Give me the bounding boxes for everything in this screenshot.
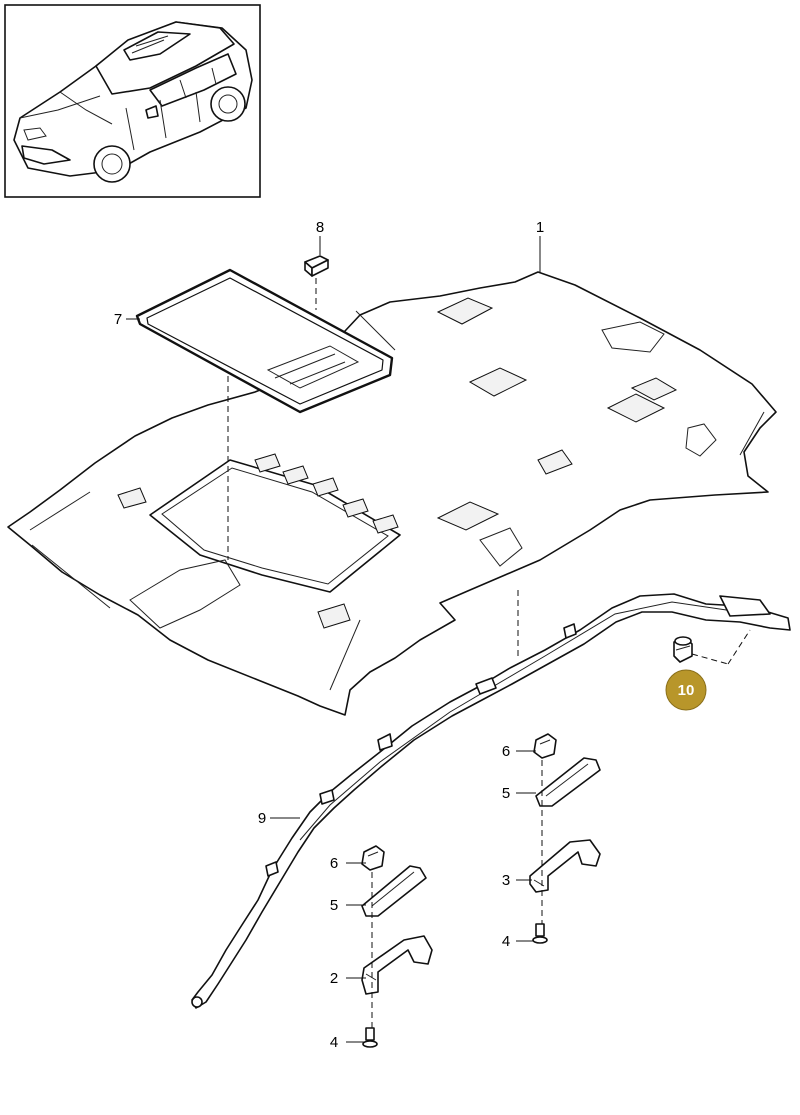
callout-9: 9 (258, 810, 266, 827)
callout-1: 1 (536, 219, 544, 236)
grab-handle-assembly-right (529, 733, 601, 944)
callout-2: 2 (330, 970, 338, 987)
car-icon (13, 21, 253, 183)
leader-lines (126, 236, 541, 1043)
cover-clip (304, 255, 329, 277)
grab-handle-assembly-left (361, 845, 433, 1048)
headliner-panel (7, 271, 777, 716)
callout-6-right: 6 (502, 743, 510, 760)
callout-8: 8 (316, 219, 324, 236)
callout-4-left: 4 (330, 1034, 338, 1051)
headliner-pads (117, 297, 678, 629)
callout-7: 7 (114, 311, 122, 328)
thumbnail-frame (4, 4, 261, 198)
callout-5-right: 5 (502, 785, 510, 802)
sunroof-seal (135, 268, 394, 414)
assembly-lines (227, 278, 751, 1030)
callout-3: 3 (502, 872, 510, 889)
callout-10: 10 (678, 682, 695, 699)
callout-4-right: 4 (502, 933, 510, 950)
vehicle-thumbnail (4, 4, 261, 198)
curtain-airbag (191, 593, 791, 1009)
callout-5-left: 5 (330, 897, 338, 914)
highlight-badge[interactable] (665, 669, 707, 711)
grommet-part (673, 636, 693, 663)
callout-6-left: 6 (330, 855, 338, 872)
callout-labels: 1 8 7 9 6 5 2 4 6 5 3 4 10 (114, 219, 707, 1051)
sunroof-opening (149, 459, 401, 593)
